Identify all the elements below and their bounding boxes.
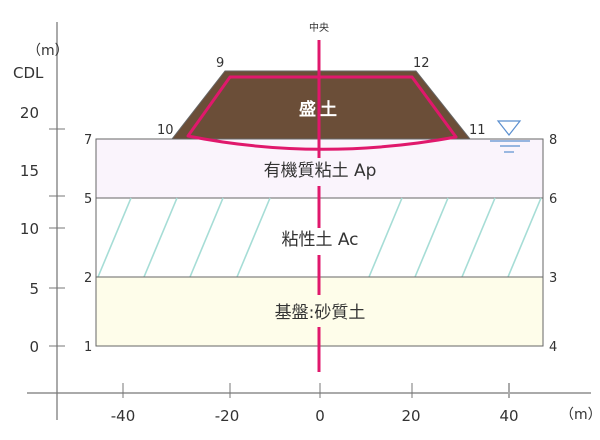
label-embankment: 盛土 — [299, 99, 341, 120]
node-label: 10 — [157, 123, 174, 138]
node-label: 9 — [216, 56, 224, 71]
x-ticks — [122, 383, 510, 398]
label-clay: 粘性土 Ac — [281, 230, 358, 250]
x-tick-label: 0 — [315, 407, 325, 425]
node-label: 6 — [549, 192, 557, 207]
embankment — [170, 70, 472, 140]
y-tick-label: 10 — [20, 220, 39, 238]
y-axis-datum: CDL — [13, 64, 44, 82]
x-tick-label: -40 — [111, 407, 136, 425]
y-tick-label: 0 — [29, 338, 39, 356]
y-ticks — [49, 128, 65, 347]
x-tick-label: 40 — [499, 407, 518, 425]
slip-surface — [186, 75, 458, 151]
x-tick-label: -20 — [215, 407, 240, 425]
label-organic-clay: 有機質粘土 Ap — [264, 161, 377, 181]
y-tick-label: 15 — [20, 162, 39, 180]
node-label: 5 — [84, 192, 92, 207]
node-label: 8 — [549, 133, 557, 148]
node-label: 4 — [549, 340, 557, 355]
y-tick-label: 5 — [29, 280, 39, 298]
water-level-icon — [490, 120, 530, 153]
node-label: 1 — [84, 340, 92, 355]
node-label: 2 — [84, 271, 92, 286]
node-label: 3 — [549, 271, 557, 286]
y-axis-unit: （m） — [27, 43, 69, 59]
clay-hatch — [97, 197, 542, 278]
label-bedrock: 基盤:砂質土 — [275, 303, 366, 323]
node-label: 11 — [469, 123, 486, 138]
node-label: 12 — [413, 56, 430, 71]
y-tick-label: 20 — [20, 104, 39, 122]
center-label: 中央 — [309, 21, 329, 34]
x-axis-unit: （m） — [560, 407, 600, 423]
x-tick-label: 20 — [401, 407, 420, 425]
node-label: 7 — [84, 133, 92, 148]
